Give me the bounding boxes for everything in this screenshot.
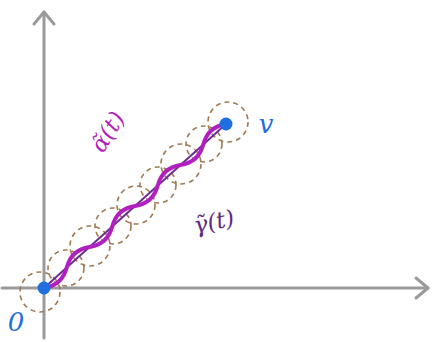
point-label: 0 — [5, 308, 28, 336]
wavy-path — [44, 124, 226, 288]
path-label: γ̃(t) — [188, 205, 239, 239]
x-axis-arrow — [416, 278, 428, 298]
straight-path — [44, 124, 226, 288]
axes — [2, 12, 428, 338]
neighbourhood-circles — [20, 102, 248, 312]
path-label: α̃(t) — [84, 105, 131, 160]
y-axis-arrow — [34, 12, 54, 24]
x-axis — [2, 287, 428, 290]
origin-point — [38, 282, 51, 295]
point-label: v — [256, 110, 277, 138]
end-point — [220, 118, 233, 131]
